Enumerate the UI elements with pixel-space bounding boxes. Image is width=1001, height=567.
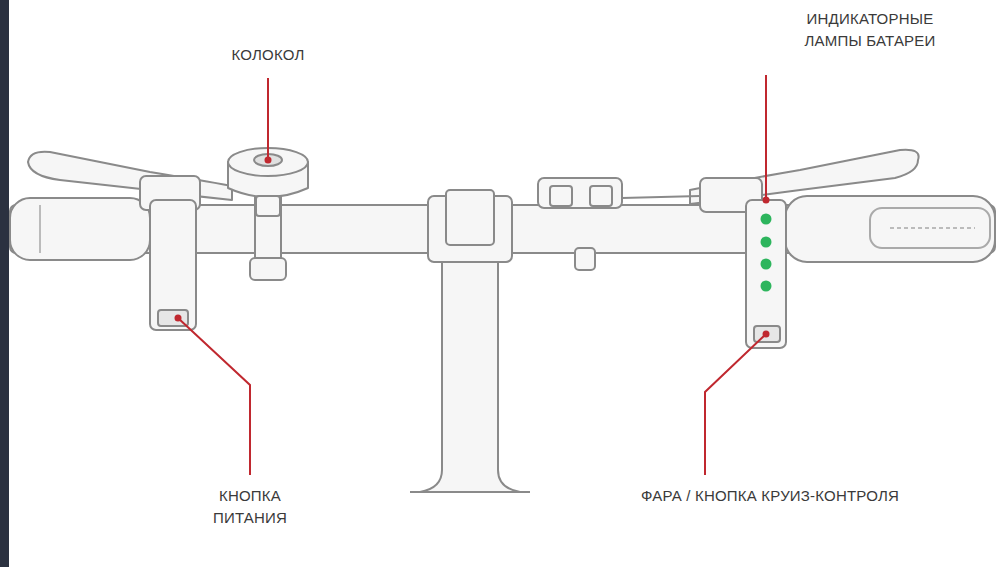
part-label: КОЛОКОЛ <box>188 44 348 66</box>
part-label: КНОПКА ПИТАНИЯ <box>195 485 305 529</box>
leader-lines <box>178 75 766 475</box>
leader-dots <box>175 157 770 338</box>
part-label: ФАРА / КНОПКА КРУИЗ-КОНТРОЛЯ <box>640 485 900 507</box>
battery-leds <box>761 214 772 292</box>
edge-strip <box>0 0 9 567</box>
part-label: ИНДИКАТОРНЫЕ ЛАМПЫ БАТАРЕИ <box>790 8 950 52</box>
handlebar <box>10 148 995 492</box>
